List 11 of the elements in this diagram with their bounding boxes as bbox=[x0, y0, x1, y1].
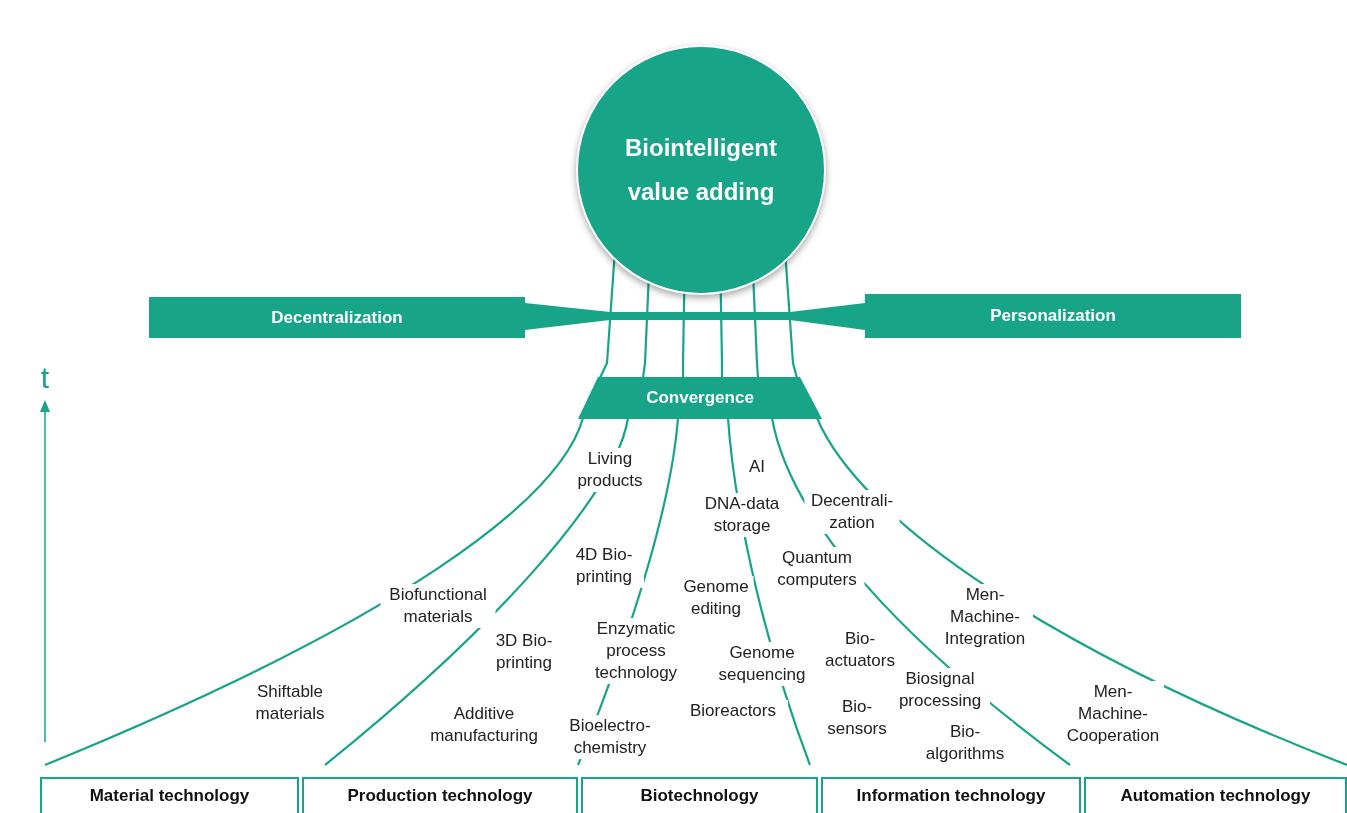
technology-label: Decentrali- zation bbox=[804, 490, 900, 534]
technology-label: Biofunctional materials bbox=[380, 584, 496, 628]
trend-band: Decentralization bbox=[149, 297, 525, 338]
value-adding-circle: Biointelligent value adding bbox=[576, 45, 826, 295]
technology-field-box: Production technology bbox=[302, 777, 578, 813]
technology-field-box: Automation technology bbox=[1084, 777, 1347, 813]
trend-band: Personalization bbox=[865, 294, 1241, 338]
convergence-band: Convergence bbox=[578, 377, 822, 419]
technology-field-box: Information technology bbox=[821, 777, 1081, 813]
technology-field-box: Material technology bbox=[40, 777, 299, 813]
technology-field-box: Biotechnology bbox=[581, 777, 818, 813]
